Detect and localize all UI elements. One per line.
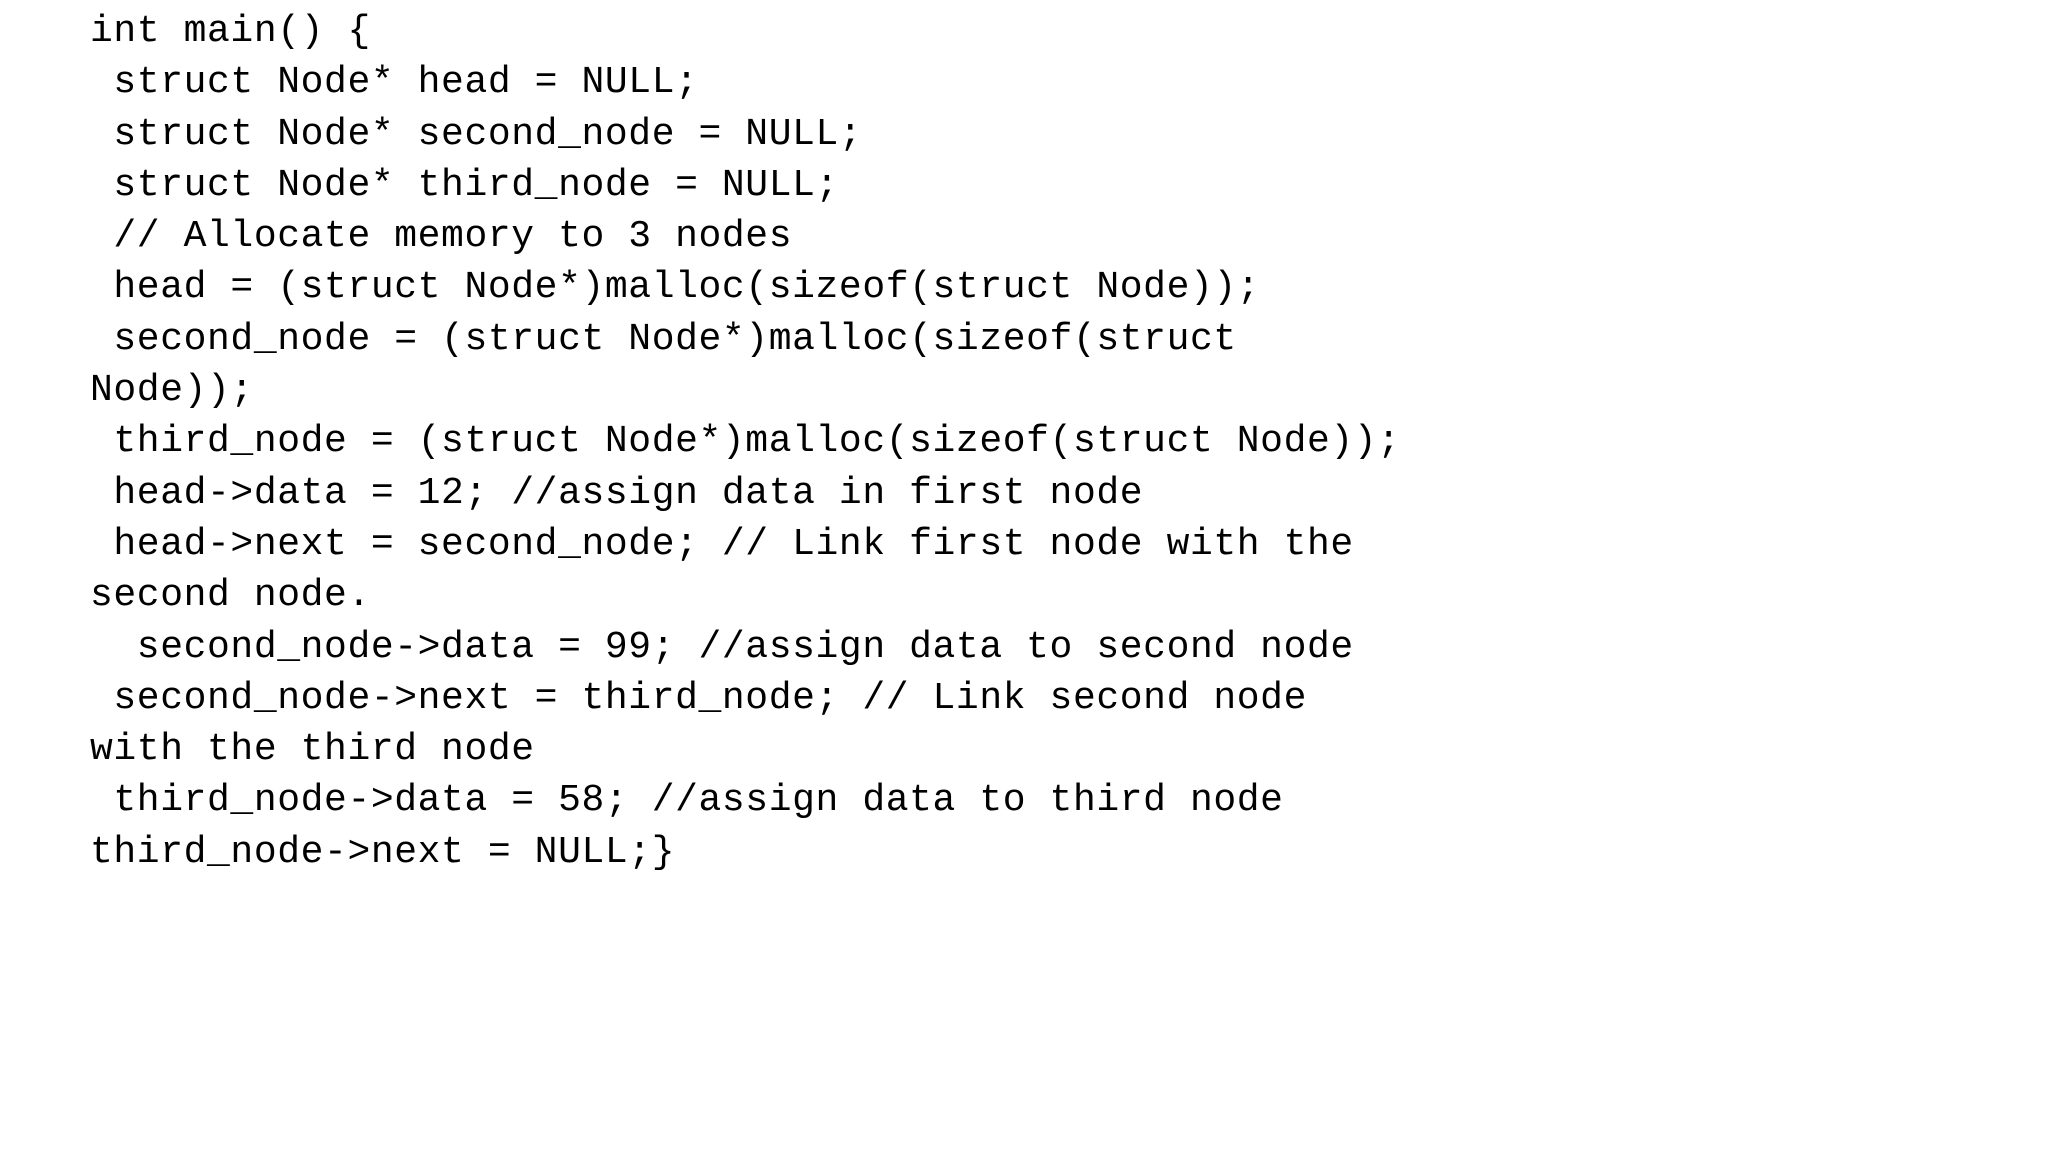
code-line: head = (struct Node*)malloc(sizeof(struc… (90, 266, 1261, 310)
code-line: third_node->data = 58; //assign data to … (90, 779, 1284, 823)
code-line: struct Node* head = NULL; (90, 61, 699, 105)
code-line: head->next = second_node; // Link first … (90, 522, 1354, 566)
code-line: third_node = (struct Node*)malloc(sizeof… (90, 420, 1401, 464)
code-line: struct Node* second_node = NULL; (90, 112, 863, 156)
code-line: Node)); (90, 369, 254, 413)
code-line: second_node->data = 99; //assign data to… (90, 625, 1354, 669)
code-line: second node. (90, 574, 371, 618)
code-line: second_node = (struct Node*)malloc(sizeo… (90, 317, 1237, 361)
code-line: int main() { (90, 10, 371, 53)
code-line: with the third node (90, 728, 535, 772)
code-line: head->data = 12; //assign data in first … (90, 471, 1144, 515)
code-line: second_node->next = third_node; // Link … (90, 676, 1307, 720)
code-line: third_node->next = NULL;} (90, 830, 676, 874)
code-line: // Allocate memory to 3 nodes (90, 215, 793, 259)
code-line: struct Node* third_node = NULL; (90, 163, 839, 207)
